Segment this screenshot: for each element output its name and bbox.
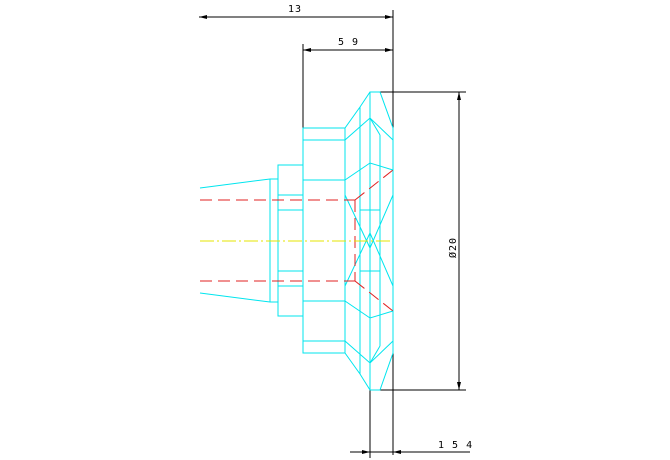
dimension-overall-length: 13: [199, 4, 394, 455]
dim-label-overall-length: 13: [288, 4, 302, 15]
part-outline: [199, 91, 394, 391]
dimension-diameter: Ø20: [374, 91, 466, 391]
dim-label-flange-length: 5 9: [338, 37, 359, 48]
dim-label-tip-offset: 1 5 4: [438, 440, 473, 451]
dimension-flange-length: 5 9: [302, 37, 393, 128]
dimension-tip-offset: 1 5 4: [350, 390, 473, 458]
dim-label-diameter: Ø20: [447, 237, 459, 258]
